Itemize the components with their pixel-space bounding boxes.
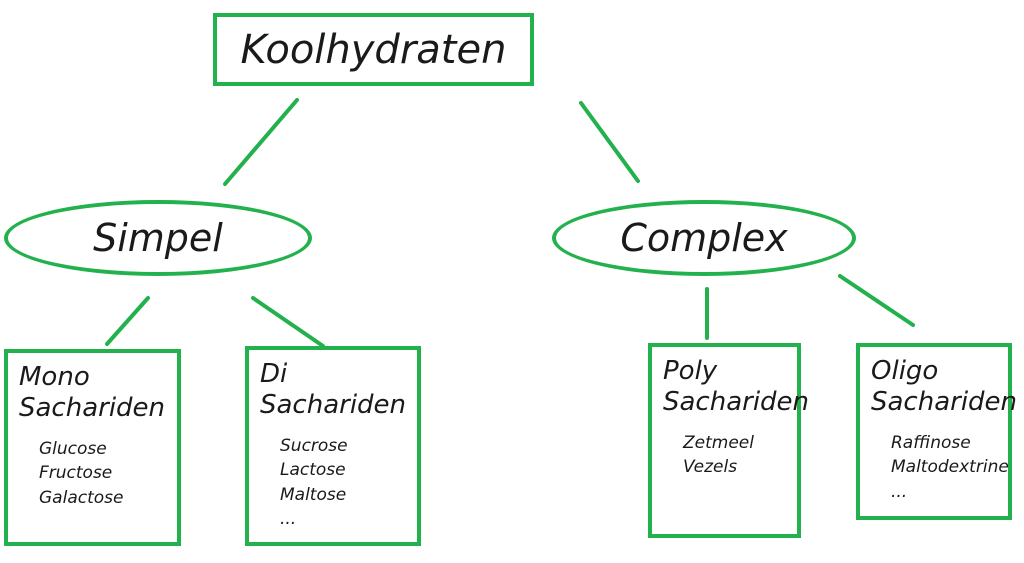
node-oligo-sachariden-items: Raffinose Maltodextrine ... (871, 431, 1009, 503)
list-item: Zetmeel (683, 433, 754, 454)
list-item: Maltodextrine (891, 457, 1009, 478)
list-item: ... (891, 481, 908, 502)
node-mono-sachariden-heading: Mono Sachariden (19, 362, 166, 423)
node-poly-sachariden-heading: Poly Sachariden (663, 356, 810, 417)
connector-root-to-complex (579, 101, 640, 183)
list-item: Raffinose (891, 433, 971, 454)
list-item: ... (280, 508, 297, 529)
node-complex[interactable]: Complex (552, 200, 856, 276)
connector-root-to-simpel (223, 98, 299, 186)
node-koolhydraten[interactable]: Koolhydraten (213, 13, 534, 86)
list-item: Sucrose (280, 436, 348, 457)
list-item: Galactose (39, 487, 124, 508)
connector-simpel-to-di (251, 296, 325, 348)
node-koolhydraten-label: Koolhydraten (240, 26, 507, 73)
connector-complex-to-oligo (838, 274, 915, 327)
node-simpel[interactable]: Simpel (4, 200, 312, 276)
list-item: Glucose (39, 439, 107, 460)
node-di-sachariden-heading: Di Sachariden (260, 359, 407, 420)
node-simpel-label: Simpel (93, 216, 223, 260)
node-mono-sachariden-items: Glucose Fructose Galactose (19, 437, 177, 509)
node-complex-label: Complex (620, 216, 788, 260)
node-oligo-sachariden[interactable]: Oligo Sachariden Raffinose Maltodextrine… (856, 343, 1018, 520)
node-di-sachariden-items: Sucrose Lactose Maltose ... (260, 434, 417, 531)
node-poly-sachariden[interactable]: Poly Sachariden Zetmeel Vezels (648, 343, 810, 538)
connector-simpel-to-mono (105, 296, 150, 346)
list-item: Maltose (280, 484, 347, 505)
node-mono-sachariden[interactable]: Mono Sachariden Glucose Fructose Galacto… (4, 349, 181, 546)
list-item: Lactose (280, 460, 346, 481)
node-poly-sachariden-items: Zetmeel Vezels (663, 431, 797, 479)
node-oligo-sachariden-heading: Oligo Sachariden (871, 356, 1018, 417)
list-item: Vezels (683, 457, 738, 478)
node-di-sachariden[interactable]: Di Sachariden Sucrose Lactose Maltose ..… (245, 346, 421, 546)
list-item: Fructose (39, 463, 113, 484)
